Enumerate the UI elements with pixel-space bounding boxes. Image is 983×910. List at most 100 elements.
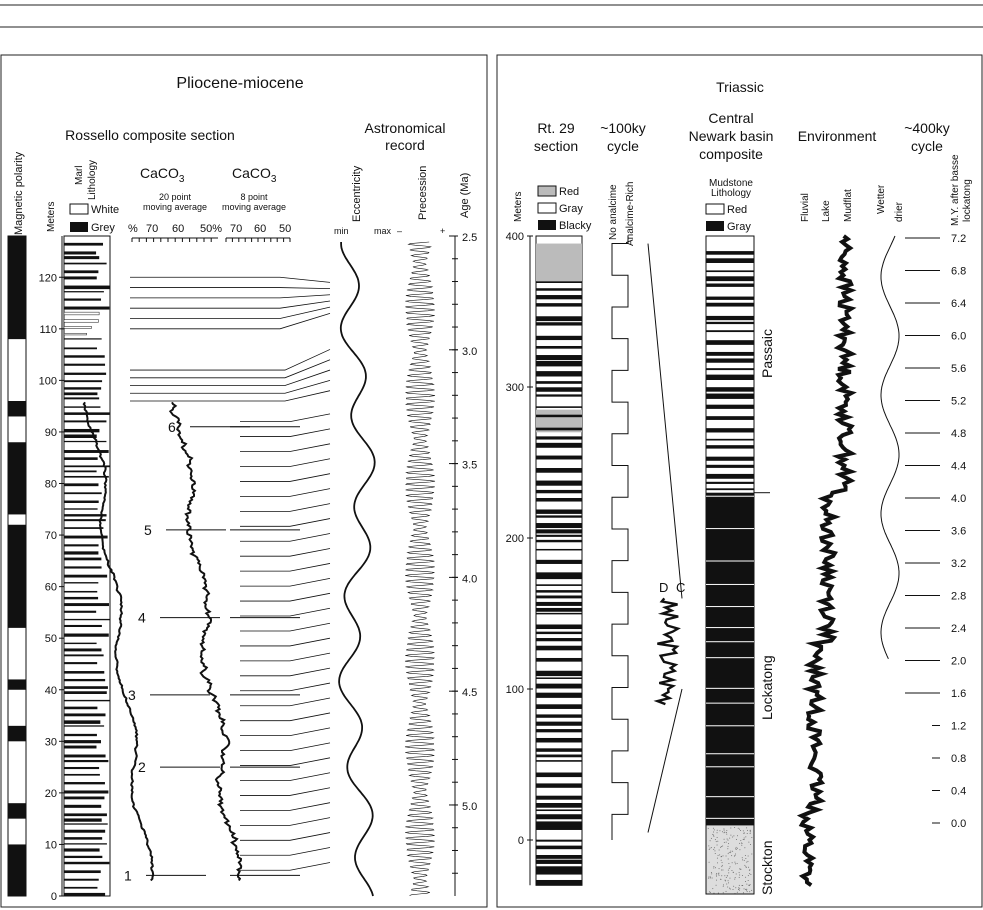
rt29-black-band — [536, 760, 582, 762]
stockton-dot — [751, 889, 753, 891]
stockton-dot — [743, 832, 745, 834]
legend-red-swatch — [537, 185, 557, 197]
polarity-black-1 — [8, 803, 26, 819]
legend-white: White — [91, 204, 119, 216]
stockton-dot — [713, 831, 715, 833]
caco3-a-note1: 20 point — [159, 192, 192, 202]
mudflat-label: Mudflat — [843, 189, 854, 222]
rt29-black-band — [536, 345, 582, 349]
stockton-dot — [714, 847, 716, 849]
tie-lower — [240, 518, 331, 527]
magnetic-polarity-label: Magnetic polarity — [13, 151, 25, 235]
central-black-band — [706, 481, 754, 484]
stockton-dot — [707, 827, 709, 829]
stockton-dot — [735, 848, 737, 850]
central-black-band — [706, 351, 754, 356]
stockton-dot — [710, 847, 712, 849]
stockton-dot — [714, 852, 716, 854]
stockton-dot — [722, 855, 724, 857]
stockton-dot — [711, 873, 713, 875]
marl-band — [64, 633, 109, 637]
tie-lower — [240, 817, 331, 826]
marl-band — [64, 745, 97, 749]
stockton-dot — [748, 884, 750, 886]
stockton-dot — [734, 878, 736, 880]
marl-band — [64, 544, 99, 547]
stockton-dot — [721, 869, 723, 871]
stockton-dot — [726, 883, 728, 885]
stockton-dot — [741, 844, 743, 846]
marl-band — [64, 508, 98, 510]
rt29-black-band — [536, 821, 582, 827]
cycle-100ky-curve — [611, 236, 629, 840]
stockton-dot — [716, 832, 718, 834]
stockton-dot — [740, 868, 742, 870]
left-meter-label: 100 — [39, 375, 57, 387]
stockton-dot — [751, 837, 753, 839]
caco3-a-tick-3: 50% — [200, 223, 222, 235]
tie-lower — [240, 473, 331, 482]
stockton-dot — [708, 861, 710, 863]
tie-lower — [240, 772, 331, 781]
stockton-dot — [747, 860, 749, 862]
m-gray-swatch — [706, 221, 724, 231]
marl-band — [64, 338, 102, 340]
my-tick-label: 4.0 — [951, 493, 966, 505]
stockton-label: Stockton — [759, 841, 775, 895]
tie-lower — [240, 787, 331, 796]
left-title: Pliocene-miocene — [176, 75, 303, 92]
caco3-20pt-curve — [82, 401, 155, 882]
stockton-dot — [726, 838, 728, 840]
d-label: D — [659, 580, 668, 595]
stockton-dot — [713, 835, 715, 837]
left-meter-label: 70 — [45, 530, 57, 542]
rt29-black-band — [536, 601, 582, 606]
stockton-dot — [717, 892, 719, 894]
stockton-dot — [711, 877, 713, 879]
marl-band — [64, 713, 106, 717]
central-black-band — [706, 473, 754, 479]
marl-band — [64, 796, 105, 800]
marl-band — [64, 892, 106, 897]
stockton-dot — [735, 839, 737, 841]
polarity-black-5 — [8, 442, 26, 515]
stockton-dot — [729, 887, 731, 889]
marl-band — [64, 380, 103, 383]
central-3: composite — [699, 146, 763, 162]
stockton-dot — [730, 852, 732, 854]
stockton-dot — [746, 891, 748, 893]
marl-band — [64, 886, 98, 889]
marl-band — [64, 766, 100, 770]
marl-band — [64, 298, 102, 301]
rt29-black-band — [536, 638, 582, 642]
rt29-black-band — [536, 316, 582, 322]
my-tick-label: 5.6 — [951, 363, 966, 375]
stockton-dot — [723, 832, 725, 834]
stockton-dot — [720, 878, 722, 880]
stockton-dot — [717, 854, 719, 856]
marl-band — [64, 725, 105, 727]
stockton-dot — [734, 877, 736, 879]
rt29-black-band — [536, 387, 582, 392]
stockton-dot — [721, 831, 723, 833]
stockton-dot — [741, 857, 743, 859]
caco3-8pt-curve — [168, 401, 243, 881]
tie-lower — [240, 667, 331, 677]
left-meter-label: 80 — [45, 479, 57, 491]
stockton-dot — [751, 853, 753, 855]
central-black-band — [706, 283, 754, 287]
rt29-black-band — [536, 624, 582, 630]
stockton-dot — [728, 843, 730, 845]
stockton-dot — [709, 891, 711, 893]
rt29-black-band — [536, 814, 582, 820]
stockton-dot — [732, 871, 734, 873]
stockton-dot — [723, 829, 725, 831]
marl-band — [64, 861, 110, 865]
stockton-dot — [745, 888, 747, 890]
rt29-black-band — [536, 692, 582, 698]
lithology-label: Lithology — [87, 160, 98, 200]
marl-band — [64, 582, 99, 584]
central-white-band — [706, 725, 754, 727]
